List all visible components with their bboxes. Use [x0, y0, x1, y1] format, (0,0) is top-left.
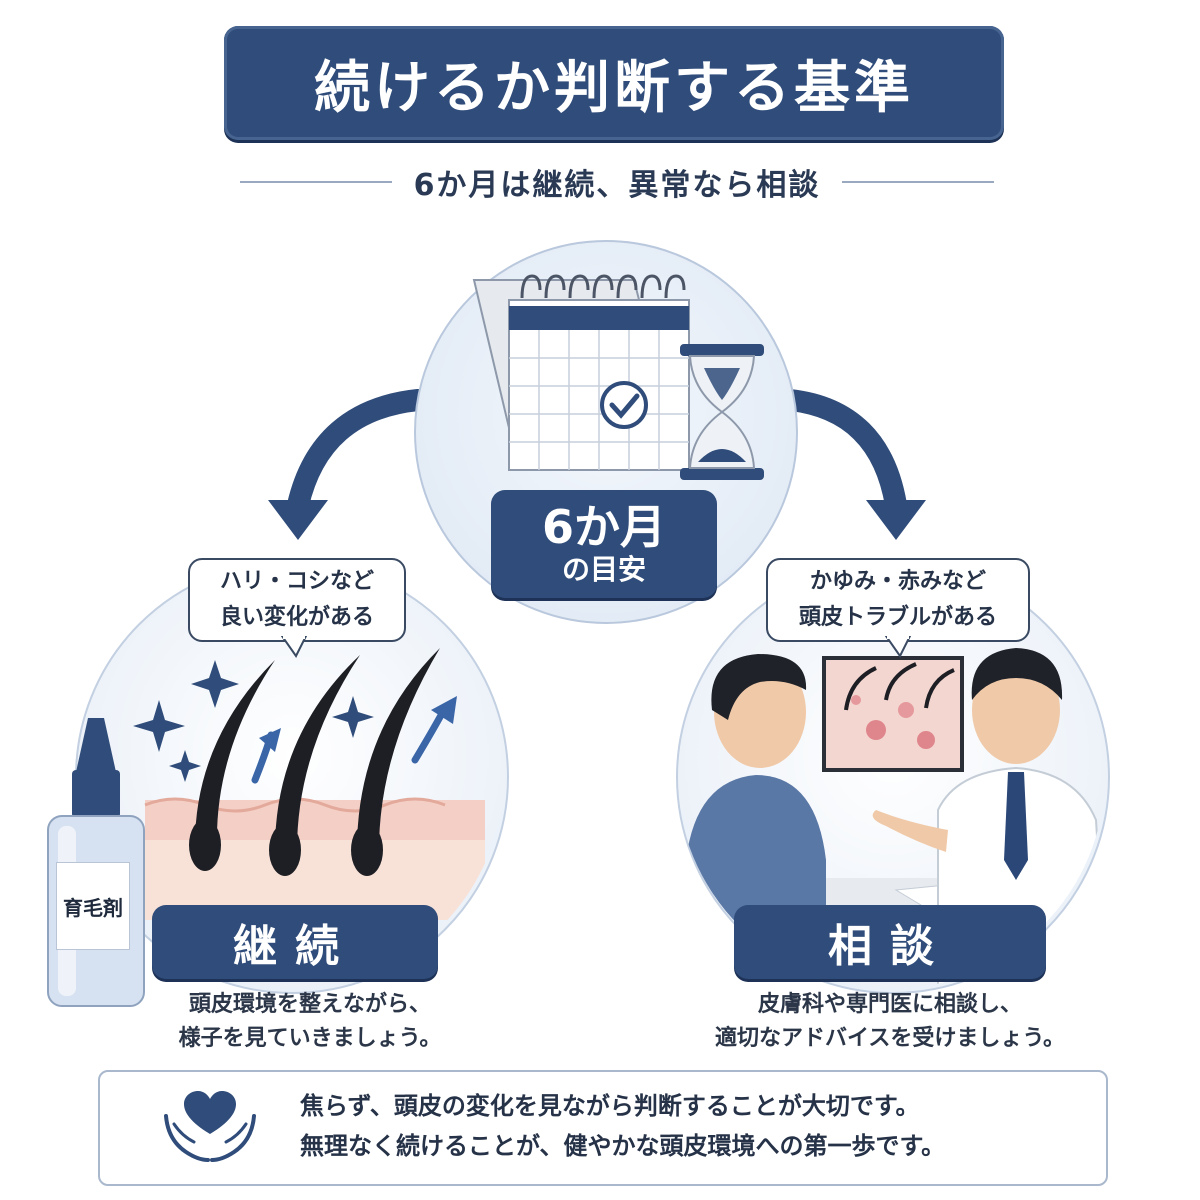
page-title: 続けるか判断する基準: [314, 55, 914, 121]
consult-label: 相談: [734, 905, 1046, 979]
check-icon: [600, 381, 648, 429]
continue-description: 頭皮環境を整えながら、 様子を見ていきましょう。: [140, 988, 480, 1056]
heart-hands-icon: [164, 1091, 256, 1162]
hair-strands: [189, 648, 440, 876]
left-bubble-line: ハリ・コシなど: [219, 569, 374, 594]
right-speech-bubble: かゆみ・赤みなど 頭皮トラブルがある: [766, 558, 1030, 642]
calendar-hourglass-illustration: [472, 274, 764, 480]
title-banner: 続けるか判断する基準: [224, 26, 1004, 140]
continue-label-text: 継続: [233, 921, 357, 972]
subtitle-divider-left: [240, 181, 392, 183]
right-curved-arrow: [779, 389, 926, 540]
calendar-icon: [472, 274, 690, 471]
footer-message-box: [98, 1070, 1108, 1186]
consult-desc-line: 適切なアドバイスを受けましょう。: [714, 1026, 1066, 1051]
right-bubble-line: 頭皮トラブルがある: [798, 605, 997, 630]
right-bubble-line: かゆみ・赤みなど: [809, 569, 986, 594]
left-bubble-tail: [280, 636, 308, 658]
subtitle: 6か月は継続、異常なら相談: [413, 168, 821, 203]
consult-desc-line: 皮膚科や専門医に相談し、: [757, 992, 1022, 1017]
continue-desc-line: 頭皮環境を整えながら、: [188, 992, 431, 1017]
consult-description: 皮膚科や専門医に相談し、 適切なアドバイスを受けましょう。: [700, 988, 1080, 1056]
footer-line: 無理なく続けることが、健やかな頭皮環境への第一歩です。: [300, 1132, 946, 1160]
left-bubble-line: 良い変化がある: [219, 605, 374, 630]
sparkle-icon: [133, 660, 374, 782]
subtitle-divider-right: [842, 181, 994, 183]
continue-label: 継続: [152, 905, 438, 979]
subtitle-row: 6か月は継続、異常なら相談: [240, 160, 994, 204]
six-month-badge: 6か月 の目安: [491, 490, 717, 598]
right-bubble-tail: [884, 636, 912, 658]
badge-main-text: 6か月: [541, 500, 666, 554]
footer-line: 焦らず、頭皮の変化を見ながら判断することが大切です。: [300, 1092, 920, 1120]
badge-sub-text: の目安: [561, 553, 646, 586]
scalp-closeup-panel: [822, 656, 964, 772]
left-curved-arrow: [268, 389, 429, 540]
left-speech-bubble: ハリ・コシなど 良い変化がある: [188, 558, 406, 642]
consult-label-text: 相談: [828, 921, 952, 972]
continue-desc-line: 様子を見ていきましょう。: [178, 1026, 442, 1051]
bottle-label-text: 育毛剤: [63, 895, 123, 920]
footer-text: 焦らず、頭皮の変化を見ながら判断することが大切です。 無理なく続けることが、健や…: [300, 1086, 1020, 1166]
bottle-label: 育毛剤: [56, 862, 130, 950]
hourglass-icon: [680, 344, 764, 480]
